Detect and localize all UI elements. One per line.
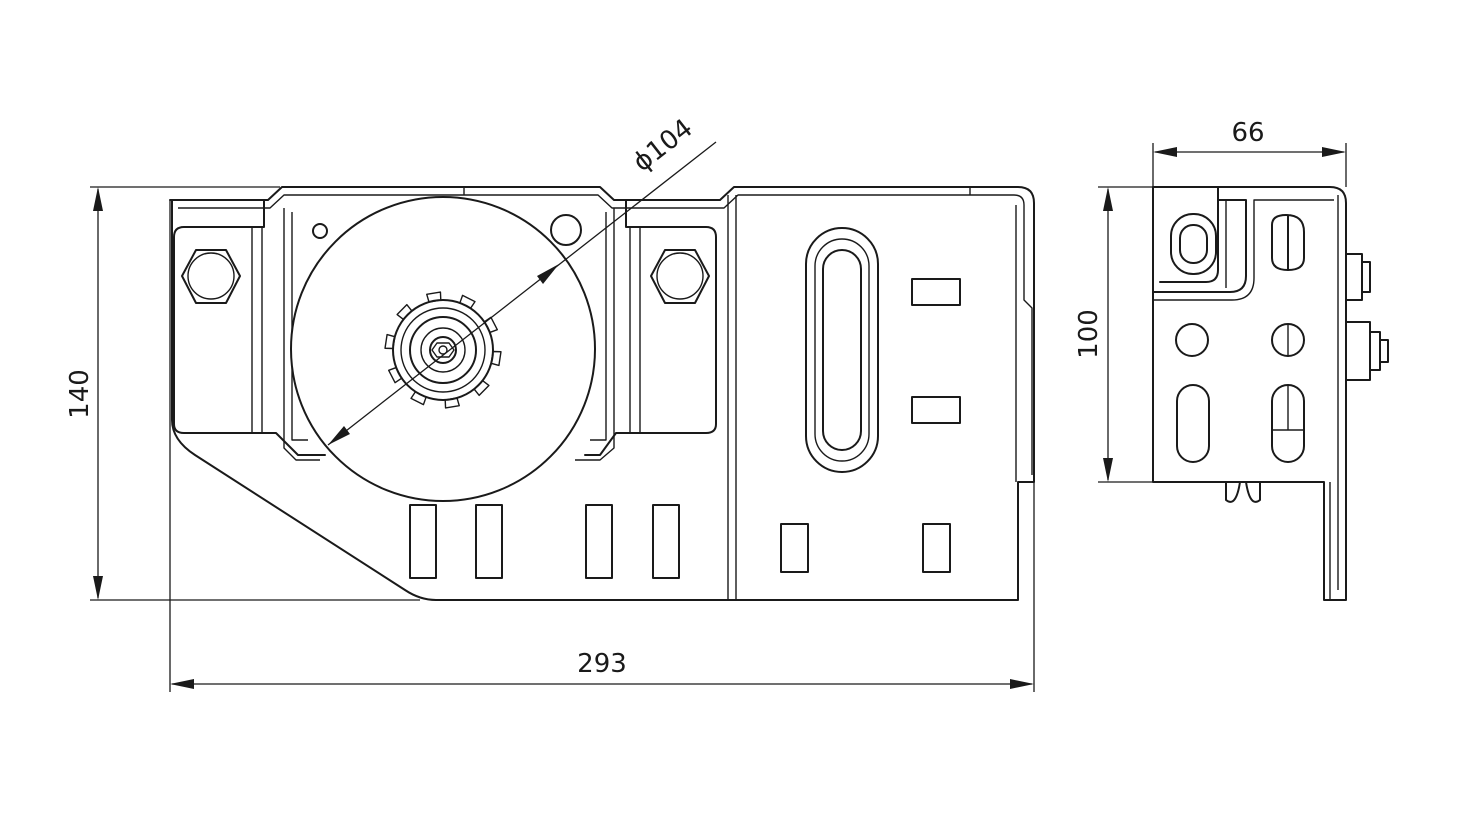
dim-height-total: 140 [65,186,420,601]
rect-hole-4 [922,523,951,573]
gear-tooth [410,391,427,406]
side-slot-1 [1176,384,1210,463]
side-bolt-top [1345,253,1371,301]
inner-bracket-2 [251,227,641,433]
inner-bracket-3 [283,208,615,461]
gear-tooth [444,397,460,409]
side-slot-top [1170,213,1217,275]
wheel [290,196,596,502]
slot-bottom-2 [475,504,503,579]
hub-gear [384,291,502,409]
slot-bottom-3 [585,504,613,579]
dim-label-66: 66 [1231,118,1264,148]
gear-tooth [473,379,490,397]
rect-hole-2 [911,396,961,424]
small-hole-right [550,214,582,246]
dim-side-height: 100 [1074,186,1153,483]
inner-mount-plate [173,199,717,456]
gear-tooth [384,333,396,350]
front-view [169,186,1035,601]
side-hole-1 [1175,323,1209,357]
side-slot-2 [1271,384,1305,463]
gear-tooth [490,350,502,367]
long-slot [805,227,879,473]
dim-label-293: 293 [577,649,627,679]
side-outline [1152,186,1347,601]
gear-tooth [387,366,403,384]
hex-nut-left [181,249,241,304]
side-inner-bend [1329,195,1339,600]
small-hole-left [312,223,328,239]
dim-label-100: 100 [1074,309,1104,359]
inner-bracket [291,212,607,441]
front-plate-outline [169,186,1035,601]
side-bolt-bottom [1345,321,1389,381]
dim-width-total: 293 [169,200,1035,692]
rect-hole-1 [911,278,961,306]
slot-bottom-1 [409,504,437,579]
side-view [1152,186,1389,601]
side-wheel-edge [1225,481,1261,503]
dim-side-depth: 66 [1152,118,1347,187]
dim-label-phi104: ϕ104 [628,113,699,178]
slot-bottom-4 [652,504,680,579]
side-slot-top-right [1271,214,1305,271]
top-flange-line [178,194,1033,475]
gear-tooth [396,303,413,321]
side-flange-2 [1153,199,1334,301]
side-hole-2 [1271,323,1305,357]
gear-tooth [459,294,476,309]
hex-nut-right [650,249,710,304]
gear-tooth [426,291,442,303]
rect-hole-3 [780,523,809,573]
side-flange [1152,186,1247,293]
dim-label-140: 140 [65,369,95,419]
